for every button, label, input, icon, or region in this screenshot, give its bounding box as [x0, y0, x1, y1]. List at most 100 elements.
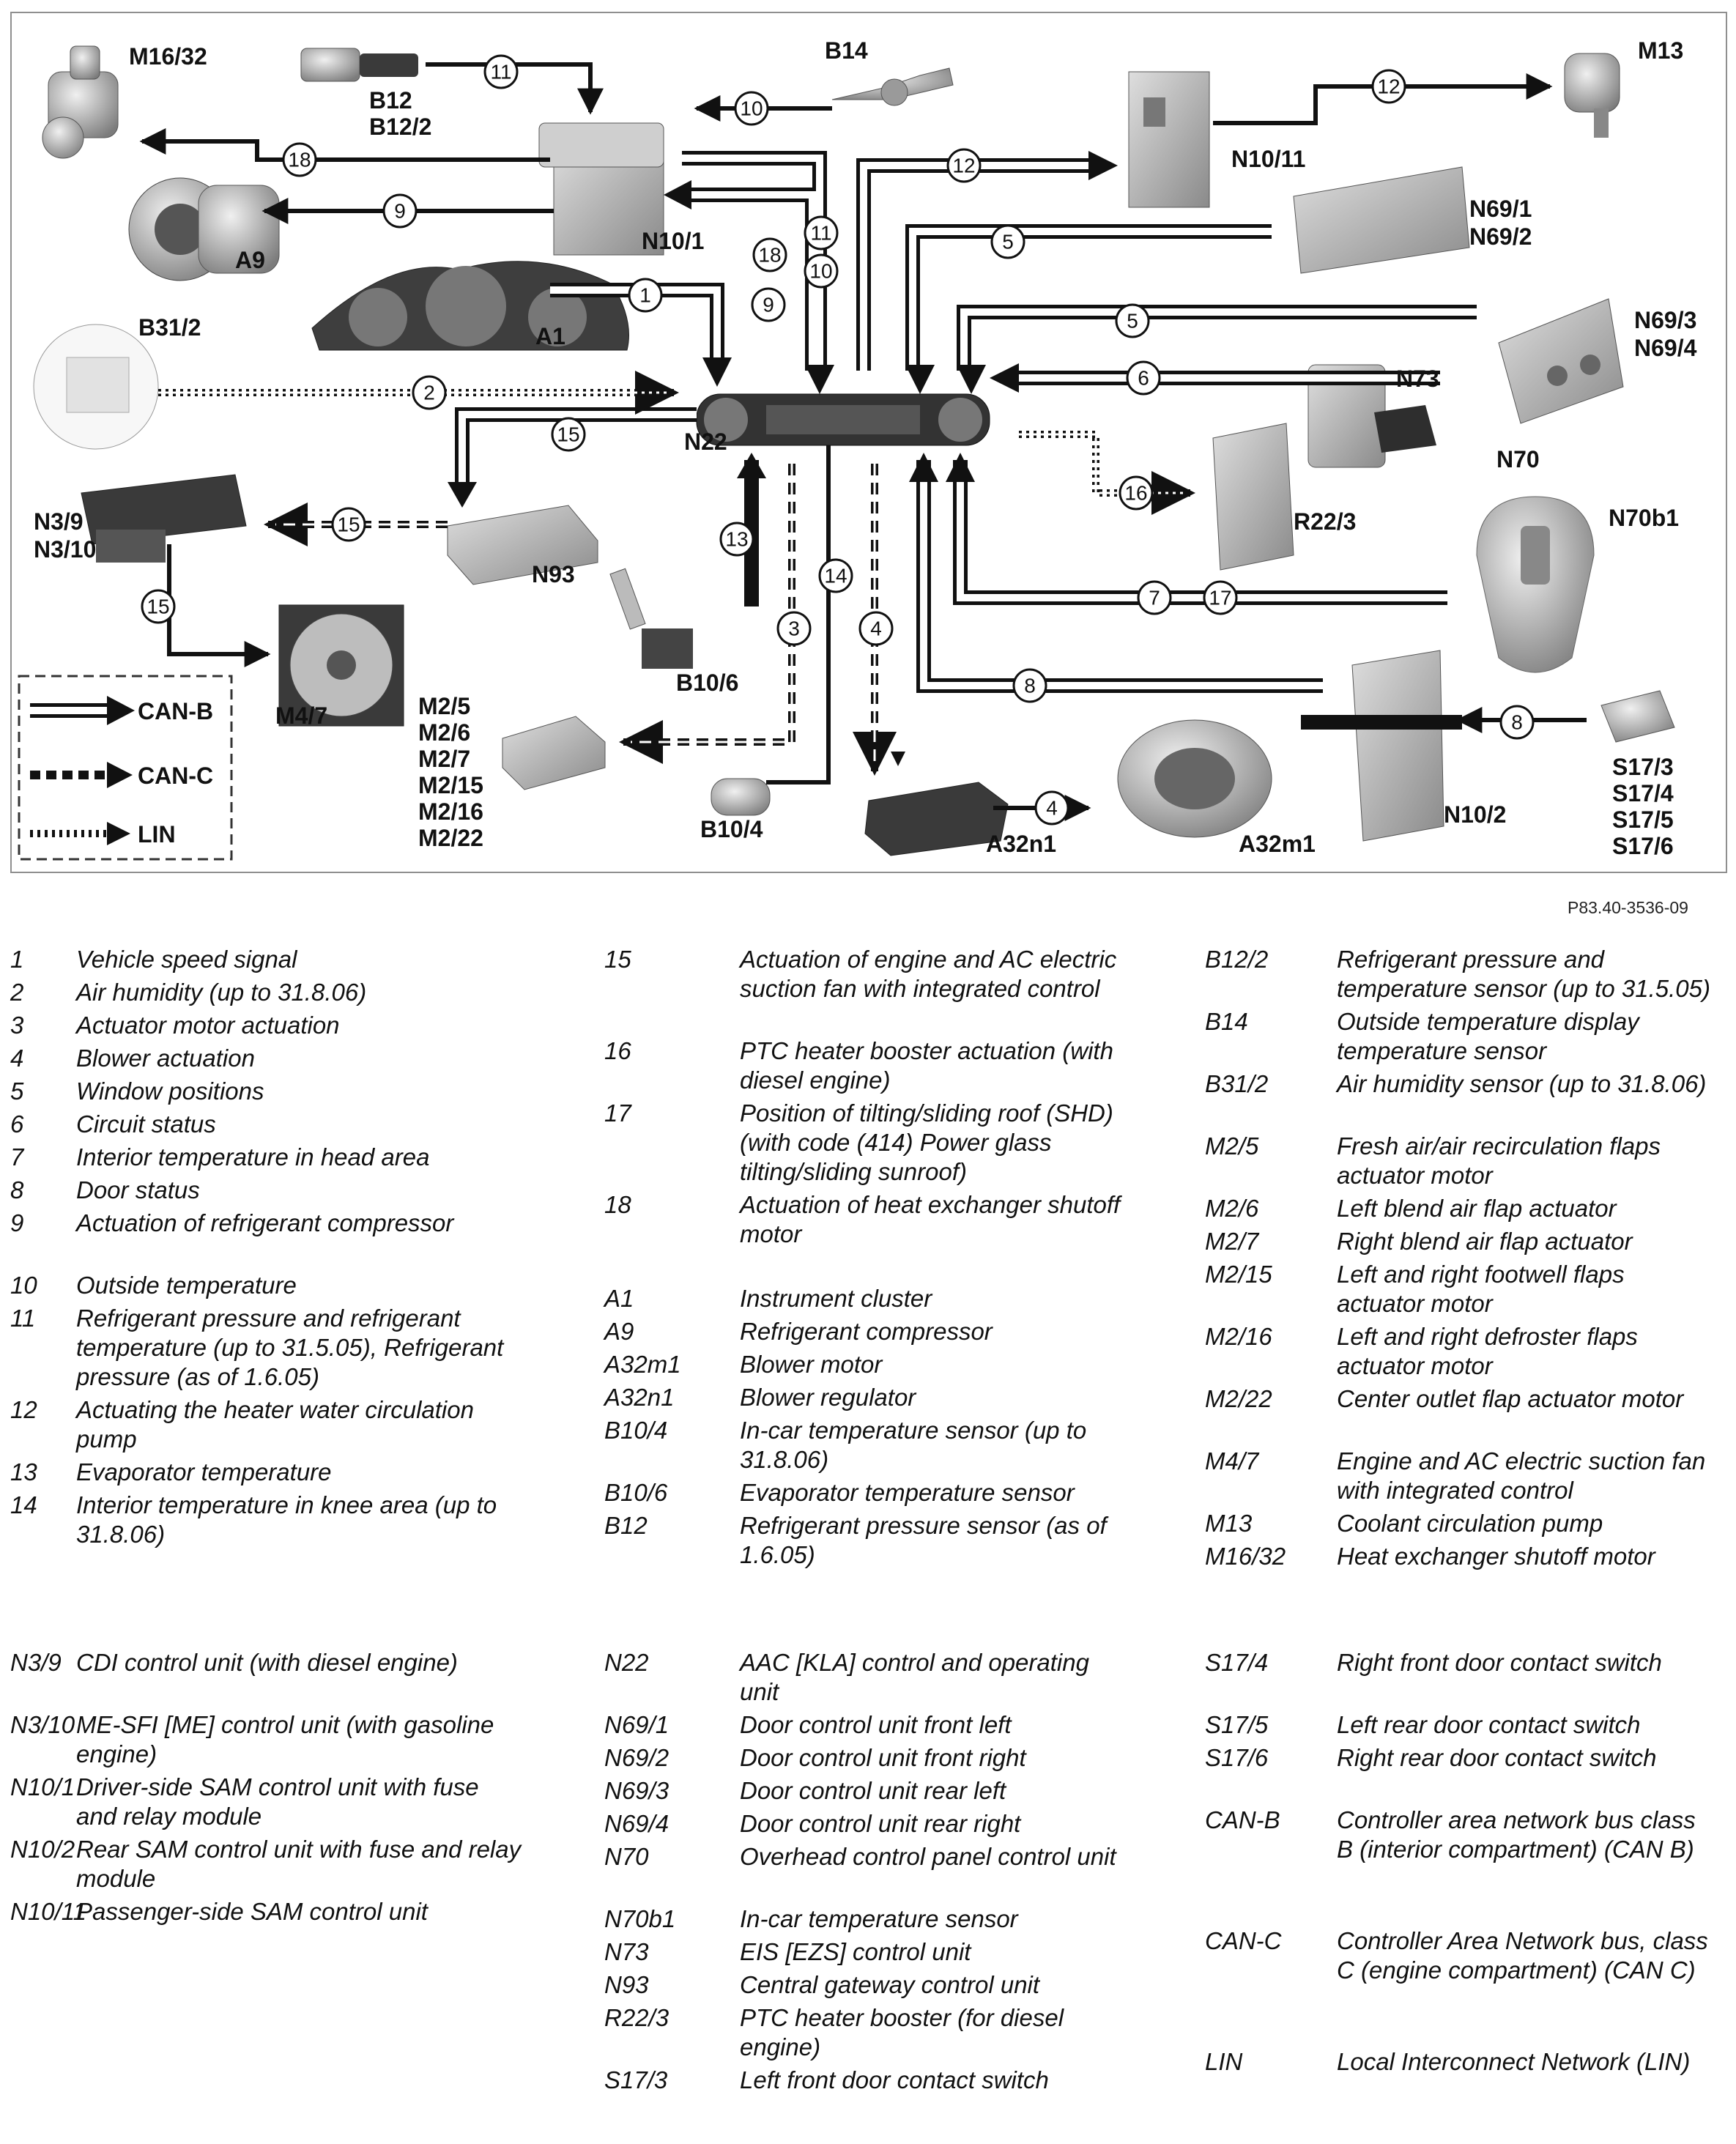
- legend-description: Left and right footwell flaps actuator m…: [1337, 1261, 1625, 1317]
- legend-description: Blower motor: [740, 1351, 883, 1378]
- signal-number-12: 12: [946, 148, 982, 183]
- legend-description: Air humidity (up to 31.8.06): [76, 979, 367, 1006]
- b10-6-evaporator-sensor-icon: [609, 568, 693, 669]
- signal-number-13: 13: [719, 522, 754, 557]
- legend-description: Left rear door contact switch: [1337, 1711, 1641, 1738]
- legend-description: Outside temperature: [76, 1272, 297, 1299]
- signal-number-9: 9: [382, 193, 418, 229]
- legend-description: Right blend air flap actuator: [1337, 1228, 1633, 1255]
- solid-links: [139, 62, 1587, 821]
- legend-code: B31/2: [1205, 1070, 1269, 1097]
- n10-11-sam-unit-icon: [1128, 71, 1210, 208]
- legend-description: Instrument cluster: [740, 1285, 932, 1312]
- legend-code: N69/2: [604, 1744, 669, 1771]
- label-m2-5: M2/5: [418, 693, 470, 719]
- label-a32m1: A32m1: [1239, 831, 1316, 857]
- legend-description: Air humidity sensor (up to 31.8.06): [1337, 1070, 1707, 1097]
- legend-description: In-car temperature sensor (up to 31.8.06…: [740, 1417, 1087, 1473]
- svg-text:14: 14: [824, 565, 847, 587]
- signal-number-4: 4: [858, 611, 894, 646]
- legend-code: S17/4: [1205, 1649, 1269, 1676]
- legend-description: EIS [EZS] control unit: [740, 1938, 971, 1965]
- b31-2-humidity-sensor-icon: [33, 324, 159, 450]
- signal-number-11: 11: [804, 215, 839, 251]
- legend-code: A32n1: [604, 1384, 675, 1411]
- legend-description: PTC heater booster actuation (with diese…: [740, 1037, 1113, 1094]
- legend-description: Controller area network bus class B (int…: [1337, 1806, 1696, 1863]
- signal-number-9: 9: [751, 287, 786, 322]
- svg-text:6: 6: [1138, 367, 1149, 390]
- legend-code: N69/4: [604, 1810, 669, 1837]
- signal-number-12: 12: [1371, 69, 1406, 104]
- signal-number-5: 5: [1115, 303, 1150, 338]
- signal-number-18: 18: [282, 142, 317, 177]
- label-n69-1: N69/1: [1469, 196, 1532, 222]
- signal-number-15: 15: [551, 417, 586, 452]
- n3-9-engine-control-unit-icon: [81, 474, 247, 563]
- component-labels: M16/32 B12 B12/2 B14 M13 N10/11 N69/1 N6…: [34, 37, 1697, 859]
- n93-central-gateway-icon: [447, 505, 598, 585]
- label-n69-4: N69/4: [1634, 335, 1697, 361]
- n10-1-sam-unit-icon: [538, 122, 664, 256]
- svg-text:8: 8: [1024, 675, 1036, 697]
- svg-text:4: 4: [870, 617, 882, 640]
- legend-description: Door control unit rear right: [740, 1810, 1021, 1837]
- n22-aac-control-unit-icon: [696, 393, 990, 446]
- legend-description: Blower actuation: [76, 1045, 255, 1072]
- legend-code: B12/2: [1205, 946, 1269, 973]
- legend-description: Evaporator temperature: [76, 1458, 332, 1485]
- link-7-17: [953, 460, 1447, 605]
- legend-code: N93: [604, 1971, 649, 1998]
- signal-number-5: 5: [990, 224, 1025, 259]
- legend-code: B12: [604, 1512, 648, 1539]
- link-12: [856, 158, 1092, 371]
- svg-text:9: 9: [394, 200, 406, 223]
- legend-description: In-car temperature sensor: [740, 1905, 1018, 1932]
- legend-description: Vehicle speed signal: [76, 946, 297, 973]
- label-m2-16: M2/16: [418, 798, 483, 825]
- a32n1-blower-regulator-icon: [864, 782, 1009, 856]
- legend-description: Door control unit rear left: [740, 1777, 1006, 1804]
- r22-3-ptc-heater-icon: [1212, 423, 1294, 571]
- legend-code: M16/32: [1205, 1543, 1286, 1570]
- signal-number-8: 8: [1499, 705, 1535, 740]
- legend-description: Driver-side SAM control unit with fuse a…: [76, 1773, 479, 1830]
- legend-code: M2/6: [1205, 1195, 1259, 1222]
- n73-eis-control-unit-icon: [1307, 364, 1436, 468]
- legend-code: 15: [604, 946, 631, 973]
- svg-text:16: 16: [1124, 482, 1147, 505]
- label-b12-2: B12/2: [369, 114, 431, 140]
- svg-text:15: 15: [337, 513, 360, 536]
- legend-description: Left and right defroster flaps actuator …: [1337, 1323, 1638, 1379]
- legend-description: Passenger-side SAM control unit: [76, 1898, 428, 1925]
- legend-description: Refrigerant pressure sensor (as of 1.6.0…: [740, 1512, 1107, 1568]
- label-r22-3: R22/3: [1294, 508, 1356, 535]
- label-b12: B12: [369, 87, 412, 114]
- can-b-arrowheads: [448, 151, 1118, 766]
- a32m1-blower-motor-icon: [1117, 719, 1272, 838]
- legend-code: M2/5: [1205, 1132, 1259, 1160]
- legend-description: Door control unit front right: [740, 1744, 1026, 1771]
